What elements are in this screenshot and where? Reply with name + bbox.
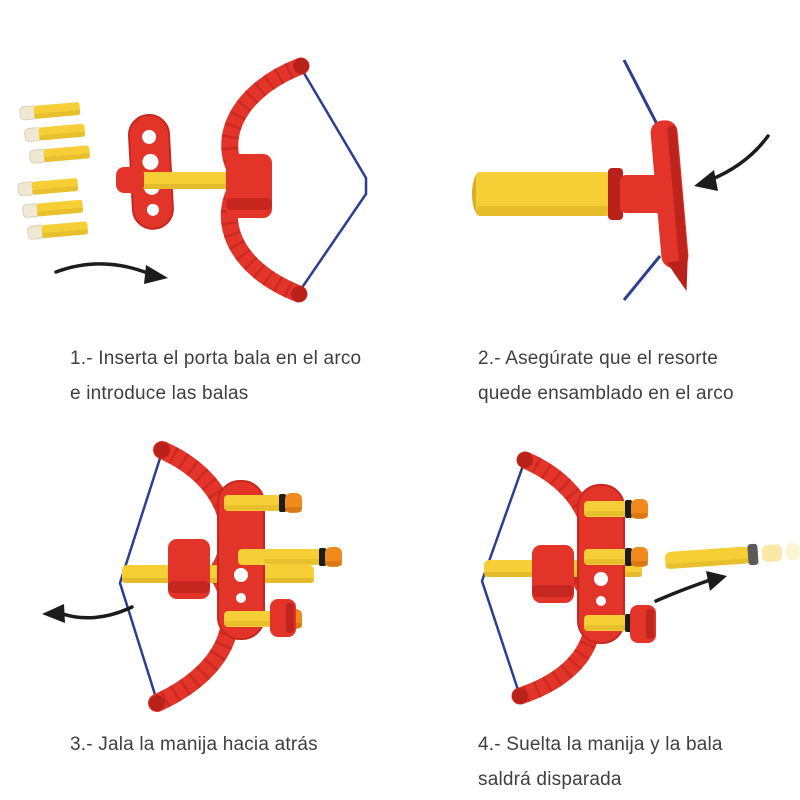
step-1-figure — [17, 57, 368, 303]
step-1-caption: 1.- Inserta el porta bala en el arco e i… — [70, 341, 361, 411]
foam-dart-loaded — [264, 547, 342, 567]
shaft-tip — [116, 167, 144, 193]
bow-grip-shading — [226, 198, 272, 210]
foam-dart-loaded — [584, 547, 648, 567]
arrow-right-icon — [54, 262, 168, 284]
pump-shaft-shading — [140, 184, 240, 189]
arrow-down-left-icon — [694, 134, 770, 191]
toy-bow — [116, 57, 368, 303]
step-1: 1.- Inserta el porta bala en el arco e i… — [0, 0, 400, 415]
step-2-figure — [472, 59, 770, 301]
step-4-caption: 4.- Suelta la manija y la bala saldrá di… — [478, 727, 723, 797]
bow-tip — [154, 442, 170, 458]
pump-shaft-shading — [476, 206, 610, 216]
arrow-right-icon — [654, 571, 727, 603]
step-2: 2.- Asegúrate que el resorte quede ensam… — [400, 0, 800, 415]
foam-dart — [21, 199, 84, 219]
step-4-figure — [480, 451, 800, 705]
foam-dart — [17, 177, 79, 197]
bow-tip — [291, 286, 307, 302]
dart-holder-loaded — [577, 484, 656, 644]
foam-dart-loaded — [224, 493, 302, 513]
caption-line: quede ensamblado en el arco — [478, 383, 734, 404]
foam-dart — [19, 101, 81, 121]
step-2-illustration — [460, 50, 800, 315]
caption-line: saldrá disparada — [478, 769, 622, 790]
foam-darts-group-bottom — [17, 177, 89, 240]
bow-string — [480, 459, 527, 697]
assembled-bow — [118, 441, 342, 712]
step-1-illustration — [0, 40, 400, 345]
step-3-illustration — [12, 423, 412, 738]
step-2-caption: 2.- Asegúrate que el resorte quede ensam… — [478, 341, 734, 411]
pump-shaft — [476, 172, 610, 216]
foam-dart-loaded — [238, 549, 268, 565]
step-4-illustration — [460, 433, 800, 738]
bow-grip-shading — [532, 585, 574, 597]
bow-tip — [149, 695, 165, 711]
fired-dart — [664, 543, 800, 569]
foam-darts-group-top — [19, 101, 91, 164]
arrow-left-icon — [42, 604, 134, 623]
step-3-caption: 3.- Jala la manija hacia atrás — [70, 727, 318, 762]
bow-limb-ridges — [153, 441, 240, 712]
caption-line: e introduce las balas — [70, 383, 249, 404]
dart-holder — [128, 113, 174, 230]
bow-string — [622, 255, 662, 301]
bow-tip — [517, 452, 533, 468]
bow-grip-shading — [168, 581, 210, 593]
caption-line: 4.- Suelta la manija y la bala — [478, 734, 723, 755]
assembled-bow — [480, 451, 656, 705]
pull-handle-shading — [646, 609, 654, 639]
bow-tip — [293, 58, 309, 74]
step-3: 3.- Jala la manija hacia atrás — [0, 415, 400, 800]
bow-tip — [512, 688, 528, 704]
bow-string — [118, 451, 164, 702]
foam-dart — [26, 220, 89, 240]
caption-line: 3.- Jala la manija hacia atrás — [70, 734, 318, 755]
dart-holder-loaded — [217, 480, 342, 640]
bow-string — [622, 59, 664, 135]
bow-string — [297, 67, 368, 293]
foam-dart — [23, 123, 86, 143]
step-4: 4.- Suelta la manija y la bala saldrá di… — [400, 415, 800, 800]
step-3-figure — [42, 441, 342, 712]
foam-dart — [28, 144, 91, 164]
t-handle — [650, 120, 689, 292]
shaft-collar — [608, 168, 623, 220]
pull-handle-shading — [286, 603, 294, 633]
caption-line: 1.- Inserta el porta bala en el arco — [70, 348, 362, 369]
motion-blur-ghost — [761, 544, 783, 562]
foam-dart-loaded — [584, 499, 648, 519]
motion-blur-ghost — [785, 543, 800, 561]
caption-line: 2.- Asegúrate que el resorte — [478, 348, 719, 369]
